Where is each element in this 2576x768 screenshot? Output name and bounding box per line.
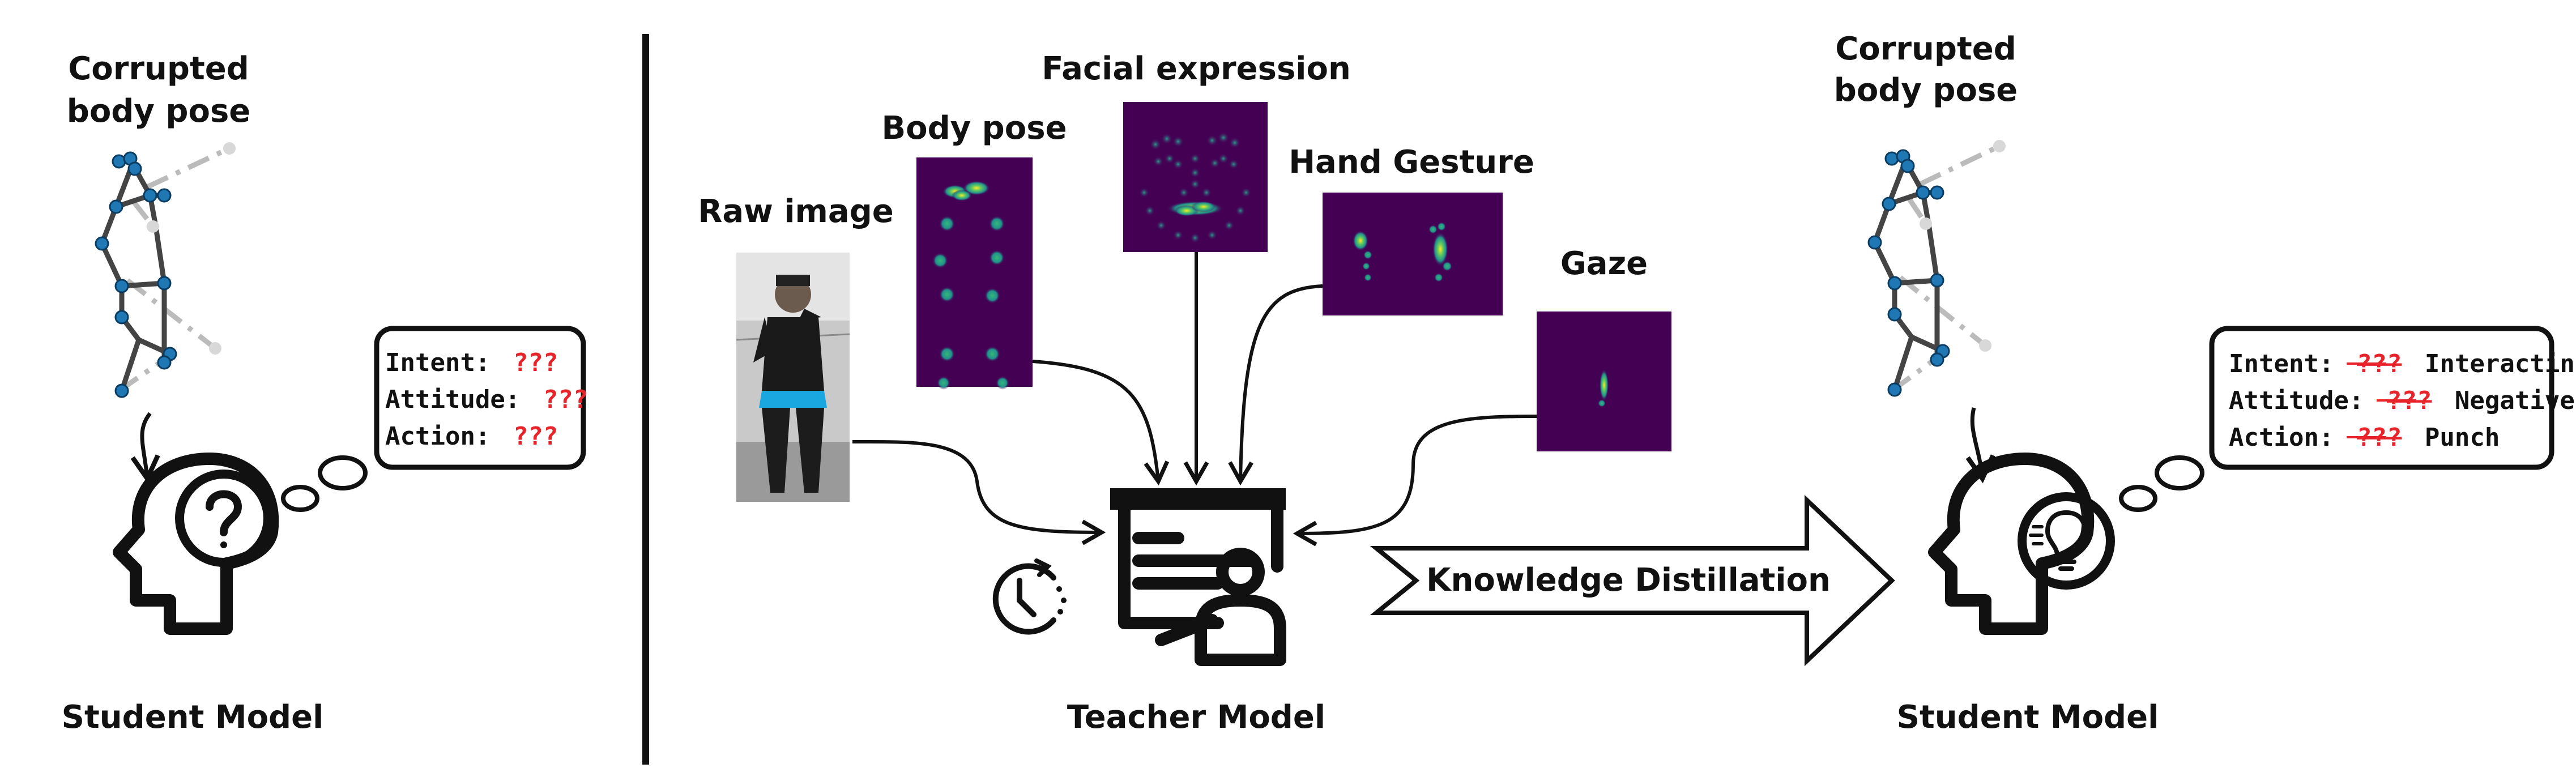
left-thought-dot-large (318, 455, 368, 490)
left-action-label: Action: (385, 422, 490, 451)
right-action-label: Action: (2229, 423, 2334, 452)
left-attitude-label: Attitude: (385, 385, 520, 414)
hand-gesture-heatmap (1323, 193, 1503, 315)
left-thought-dot-small (281, 485, 319, 512)
middle-panel: Raw image Body pose Facial expression Ha… (698, 50, 1895, 736)
body-pose-label: Body pose (881, 110, 1067, 147)
clock-icon (992, 558, 1067, 635)
left-attitude-value: ??? (543, 385, 588, 414)
right-title-line1: Corrupted (1835, 31, 2016, 67)
svg-text:Action: ??? Pu: Action: ??? Punch (2229, 423, 2500, 452)
right-intent-label: Intent: (2229, 349, 2334, 378)
right-panel: Corrupted body pose (1834, 31, 2576, 736)
left-action-value: ??? (513, 422, 558, 451)
gaze-heatmap (1537, 312, 1671, 451)
knowledge-distillation-arrow: Knowledge Distillation (1370, 494, 1895, 667)
left-down-arrow (130, 412, 160, 484)
right-speech-bubble: Intent: ??? Interacting Attitude: ??? Ne… (2209, 326, 2576, 470)
left-skeleton (95, 142, 236, 398)
left-intent-label: Intent: (385, 348, 490, 377)
gaze-label: Gaze (1560, 245, 1648, 282)
head-lightbulb-icon (1928, 453, 2115, 635)
teacher-model-label: Teacher Model (1067, 699, 1325, 736)
panel-divider (642, 34, 649, 765)
body-pose-heatmap (916, 157, 1033, 390)
head-question-icon (113, 453, 279, 635)
svg-text:Action: ???: Action: ??? (385, 422, 558, 451)
right-thought-dot-large (2155, 455, 2204, 490)
left-title-line2: body pose (67, 93, 251, 130)
raw-image-thumbnail (736, 253, 850, 502)
knowledge-distillation-label: Knowledge Distillation (1426, 562, 1831, 599)
teacher-board-icon (1110, 488, 1286, 666)
left-student-model-label: Student Model (62, 699, 324, 736)
svg-text:Attitude: ???: Attitude: ??? (385, 385, 588, 414)
svg-text:Intent: ??? In: Intent: ??? Interacting (2229, 349, 2576, 378)
left-intent-value: ??? (513, 348, 558, 377)
right-skeleton (1867, 140, 2006, 397)
left-speech-bubble: Intent: ??? Attitude: ??? Action: ??? (374, 326, 588, 470)
facial-expression-label: Facial expression (1042, 50, 1351, 87)
svg-text:Intent: ???: Intent: ??? (385, 348, 558, 377)
hand-gesture-label: Hand Gesture (1289, 144, 1534, 181)
raw-image-label: Raw image (698, 193, 894, 230)
right-student-model-label: Student Model (1897, 699, 2159, 736)
right-action-value: Punch (2425, 423, 2500, 452)
right-attitude-label: Attitude: (2229, 386, 2364, 415)
left-panel: Corrupted body pose (62, 50, 588, 736)
right-title-line2: body pose (1834, 72, 2018, 109)
facial-expression-heatmap (1123, 102, 1268, 252)
modality-arrows (852, 252, 1537, 547)
right-attitude-value: Negative (2455, 386, 2575, 415)
left-title-line1: Corrupted (68, 50, 249, 87)
right-intent-value: Interacting (2425, 349, 2576, 378)
right-thought-dot-small (2119, 485, 2157, 512)
